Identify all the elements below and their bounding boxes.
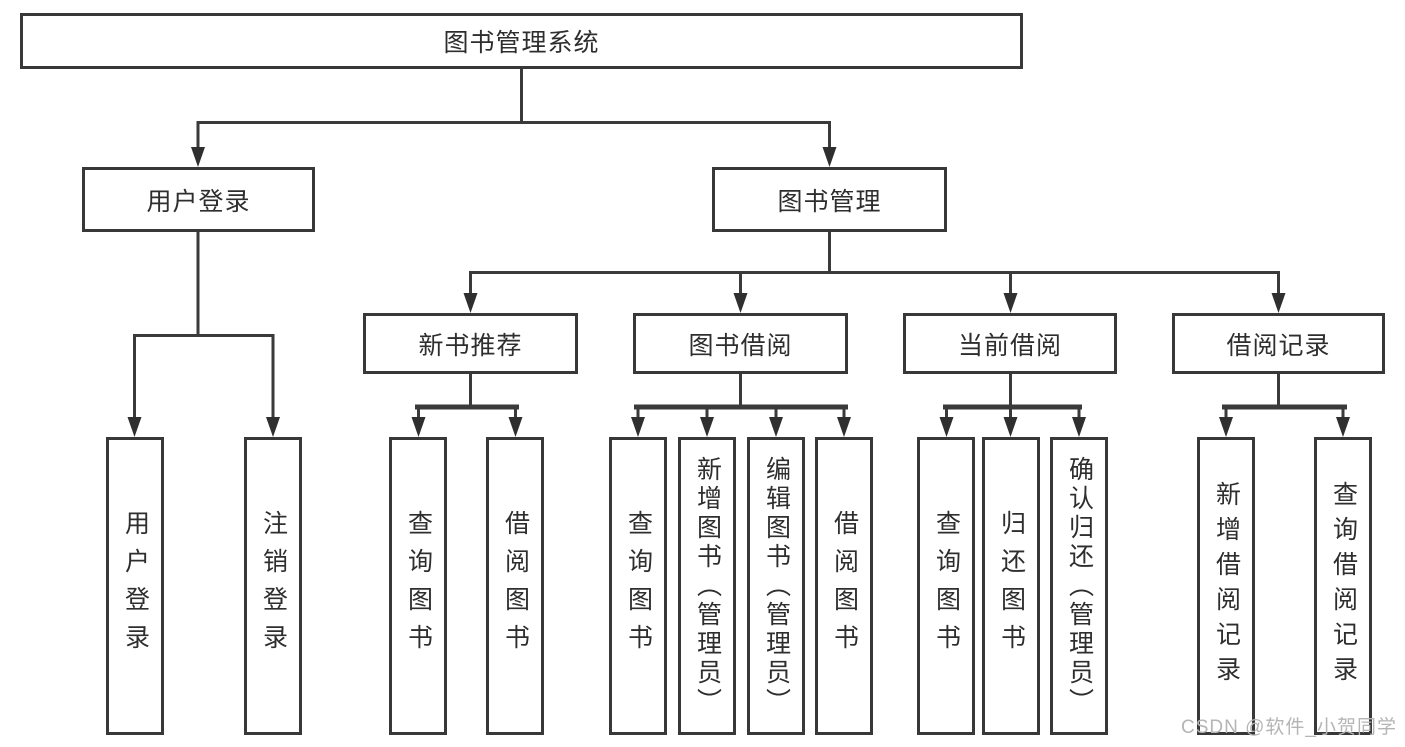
leaf-query-books-2-label: 查询图书 [624, 510, 653, 662]
leaf-query-borrow-record-label: 查询借阅记录 [1329, 481, 1358, 691]
leaf-user-login-label: 用户登录 [121, 510, 150, 662]
node-book-management: 图书管理 [712, 167, 947, 232]
node-new-book-recommend-label: 新书推荐 [418, 331, 523, 360]
leaf-add-books-admin-label: 新增图书（管理员） [693, 455, 722, 717]
node-borrow-records: 借阅记录 [1172, 313, 1385, 374]
leaf-return-books: 归还图书 [982, 437, 1040, 735]
node-user-login: 用户登录 [82, 167, 315, 232]
leaf-add-borrow-record: 新增借阅记录 [1197, 437, 1255, 735]
leaf-edit-books-admin-label: 编辑图书（管理员） [762, 455, 791, 717]
leaf-query-books-2: 查询图书 [609, 437, 667, 735]
node-book-borrow-label: 图书借阅 [688, 331, 793, 360]
node-user-login-label: 用户登录 [146, 187, 251, 216]
node-root-label: 图书管理系统 [443, 29, 600, 57]
leaf-user-login: 用户登录 [106, 437, 164, 735]
node-current-borrow: 当前借阅 [903, 313, 1117, 374]
node-new-book-recommend: 新书推荐 [363, 313, 578, 374]
node-book-borrow: 图书借阅 [633, 313, 848, 374]
csdn-watermark: CSDN @软件_小贺同学 [1181, 717, 1397, 738]
leaf-borrow-books-2: 借阅图书 [815, 437, 873, 735]
node-book-management-label: 图书管理 [777, 187, 882, 216]
leaf-query-books-3: 查询图书 [917, 437, 975, 735]
leaf-logout-label: 注销登录 [259, 510, 288, 662]
leaf-borrow-books-1: 借阅图书 [486, 437, 544, 735]
leaf-logout: 注销登录 [244, 437, 302, 735]
leaf-query-books-1-label: 查询图书 [404, 510, 433, 662]
node-root: 图书管理系统 [20, 13, 1023, 69]
leaf-query-books-1: 查询图书 [389, 437, 447, 735]
leaf-borrow-books-2-label: 借阅图书 [830, 510, 859, 662]
leaf-query-borrow-record: 查询借阅记录 [1314, 437, 1372, 735]
leaf-confirm-return-admin: 确认归还（管理员） [1050, 437, 1108, 735]
leaf-return-books-label: 归还图书 [997, 510, 1026, 662]
leaf-query-books-3-label: 查询图书 [932, 510, 961, 662]
node-borrow-records-label: 借阅记录 [1226, 331, 1331, 360]
leaf-add-books-admin: 新增图书（管理员） [678, 437, 736, 735]
leaf-add-borrow-record-label: 新增借阅记录 [1212, 481, 1241, 691]
node-current-borrow-label: 当前借阅 [957, 331, 1062, 360]
leaf-edit-books-admin: 编辑图书（管理员） [747, 437, 805, 735]
leaf-borrow-books-1-label: 借阅图书 [501, 510, 530, 662]
leaf-confirm-return-admin-label: 确认归还（管理员） [1065, 455, 1094, 717]
